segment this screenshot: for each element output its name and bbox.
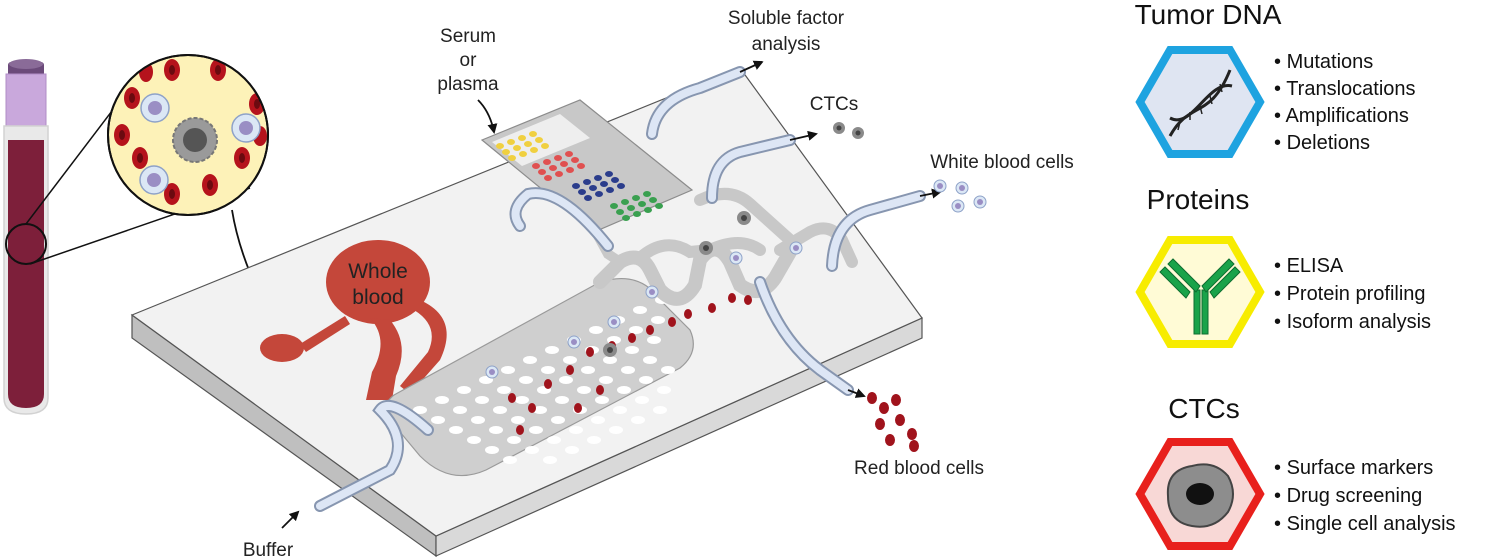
dna-hexagon <box>1135 46 1265 158</box>
label-plasma: plasma <box>437 74 499 95</box>
panel-ctcs: CTCs • Surface markers • Drug screening … <box>1135 393 1456 550</box>
panel-item: • Drug screening <box>1274 485 1422 507</box>
panel-title-proteins: Proteins <box>1147 184 1250 215</box>
white-cell <box>140 93 170 123</box>
rbc-output-cells <box>867 392 919 452</box>
serum-well-plate <box>496 131 663 221</box>
panel-title-tumor-dna: Tumor DNA <box>1135 0 1282 30</box>
panel-item: • Isoform analysis <box>1274 311 1431 333</box>
label-white-blood-cells: White blood cells <box>930 152 1074 173</box>
blood-zoom-circle <box>107 54 269 216</box>
label-soluble-factor: Soluble factor <box>728 8 845 29</box>
tumor-cell <box>172 117 218 163</box>
label-red-blood-cells: Red blood cells <box>854 458 984 479</box>
panel-title-ctcs: CTCs <box>1168 393 1240 424</box>
antibody-icon <box>1159 258 1241 335</box>
tumor-cell-icon <box>1166 463 1234 528</box>
blood-tube <box>3 59 49 415</box>
panel-item: • Surface markers <box>1274 457 1433 479</box>
panel-item: • Protein profiling <box>1274 283 1426 305</box>
panel-item: • Translocations <box>1274 78 1416 100</box>
label-or: or <box>460 50 478 71</box>
panel-tumor-dna: Tumor DNA • Mutations • Translocations •… <box>1135 0 1416 158</box>
wbc-output-cells <box>933 179 987 213</box>
panel-proteins: Proteins • ELISA • Protein profiling • I… <box>1135 184 1431 348</box>
label-ctcs-output: CTCs <box>810 94 859 115</box>
panel-item: • Deletions <box>1274 132 1370 154</box>
panel-item: • ELISA <box>1274 255 1344 277</box>
dna-icon <box>1168 69 1233 137</box>
label-buffer: Buffer <box>243 540 294 560</box>
panel-item: • Single cell analysis <box>1274 513 1456 535</box>
panel-item: • Mutations <box>1274 51 1373 73</box>
panel-item: • Amplifications <box>1274 105 1409 127</box>
label-serum: Serum <box>440 26 496 47</box>
label-blood: blood <box>352 286 403 309</box>
ctc-output-cells <box>833 122 864 139</box>
microfluidic-chip <box>130 66 926 558</box>
pillar-array <box>413 296 675 464</box>
label-whole: Whole <box>348 260 408 283</box>
label-analysis: analysis <box>752 34 821 55</box>
